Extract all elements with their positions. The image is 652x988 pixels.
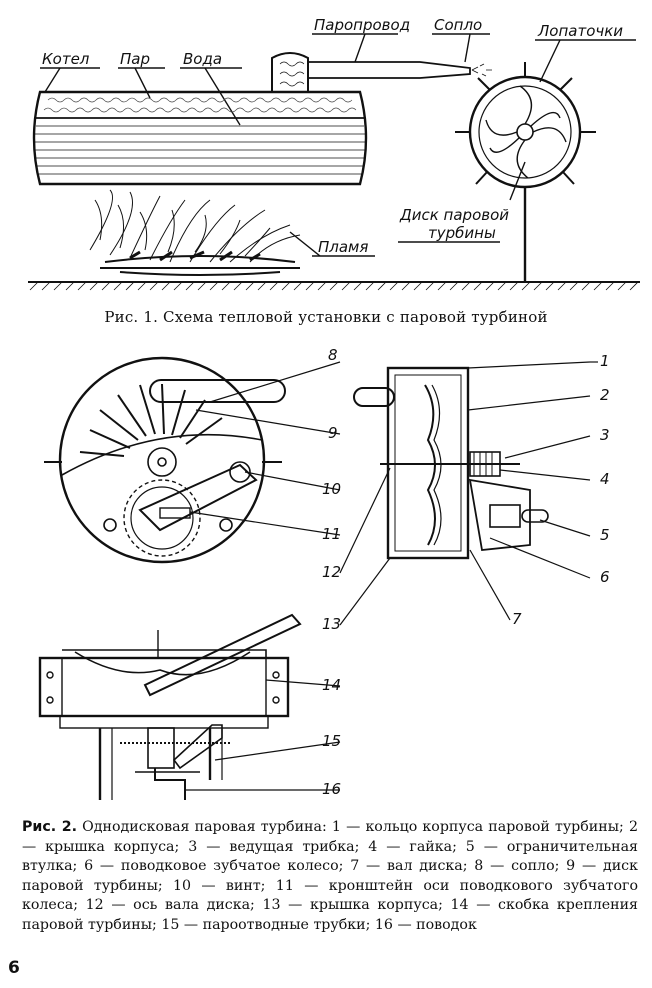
callout-leaders [185,361,598,791]
boiler-drawing [32,52,492,186]
callout-14: 14 [322,676,341,694]
callout-6: 6 [600,568,610,586]
label-lopatochki: Лопаточки [537,22,623,40]
label-disk-line1: Диск паровой [399,206,509,224]
callout-numbers: 1 2 3 4 5 6 7 8 9 10 11 12 13 14 15 16 [322,346,610,798]
label-soplo: Сопло [434,16,482,34]
front-view [44,356,286,564]
figure-2-caption-prefix: Рис. 2. [22,819,77,835]
callout-9: 9 [328,424,338,442]
flame-drawing [89,189,301,276]
label-voda: Вода [183,50,222,68]
ground-line [28,281,640,291]
callout-7: 7 [512,610,522,628]
callout-5: 5 [600,526,610,544]
bottom-view [38,613,302,800]
label-paroprovod: Паропровод [314,16,410,34]
figure-1-steam-plant-diagram: Котел Пар Вода Паропровод Сопло Лопаточк… [28,16,640,291]
figure-2-caption: Рис. 2. Однодисковая паровая турбина: 1 … [22,818,638,935]
callout-12: 12 [322,563,341,581]
figure-2-caption-text: Однодисковая паровая турбина: 1 — кольцо… [22,819,638,933]
figure-1-caption: Рис. 1. Схема тепловой установки с паров… [104,308,548,326]
callout-2: 2 [600,386,610,404]
label-par: Пар [120,50,150,68]
page-number: 6 [8,958,20,978]
callout-16: 16 [322,780,341,798]
callout-13: 13 [322,615,341,633]
turbine-disk-drawing [455,62,596,282]
callout-11: 11 [322,525,341,543]
label-plamya: Пламя [318,238,368,256]
callout-15: 15 [322,732,341,750]
callout-4: 4 [600,470,610,488]
side-view [353,366,549,560]
label-kotel: Котел [42,50,90,68]
figure-2-turbine-drawing: 1 2 3 4 5 6 7 8 9 10 11 12 13 14 15 16 [38,346,610,800]
callout-1: 1 [600,352,610,370]
callout-10: 10 [322,480,341,498]
callout-3: 3 [600,426,610,444]
callout-8: 8 [328,346,338,364]
label-disk-line2: турбины [428,224,496,242]
